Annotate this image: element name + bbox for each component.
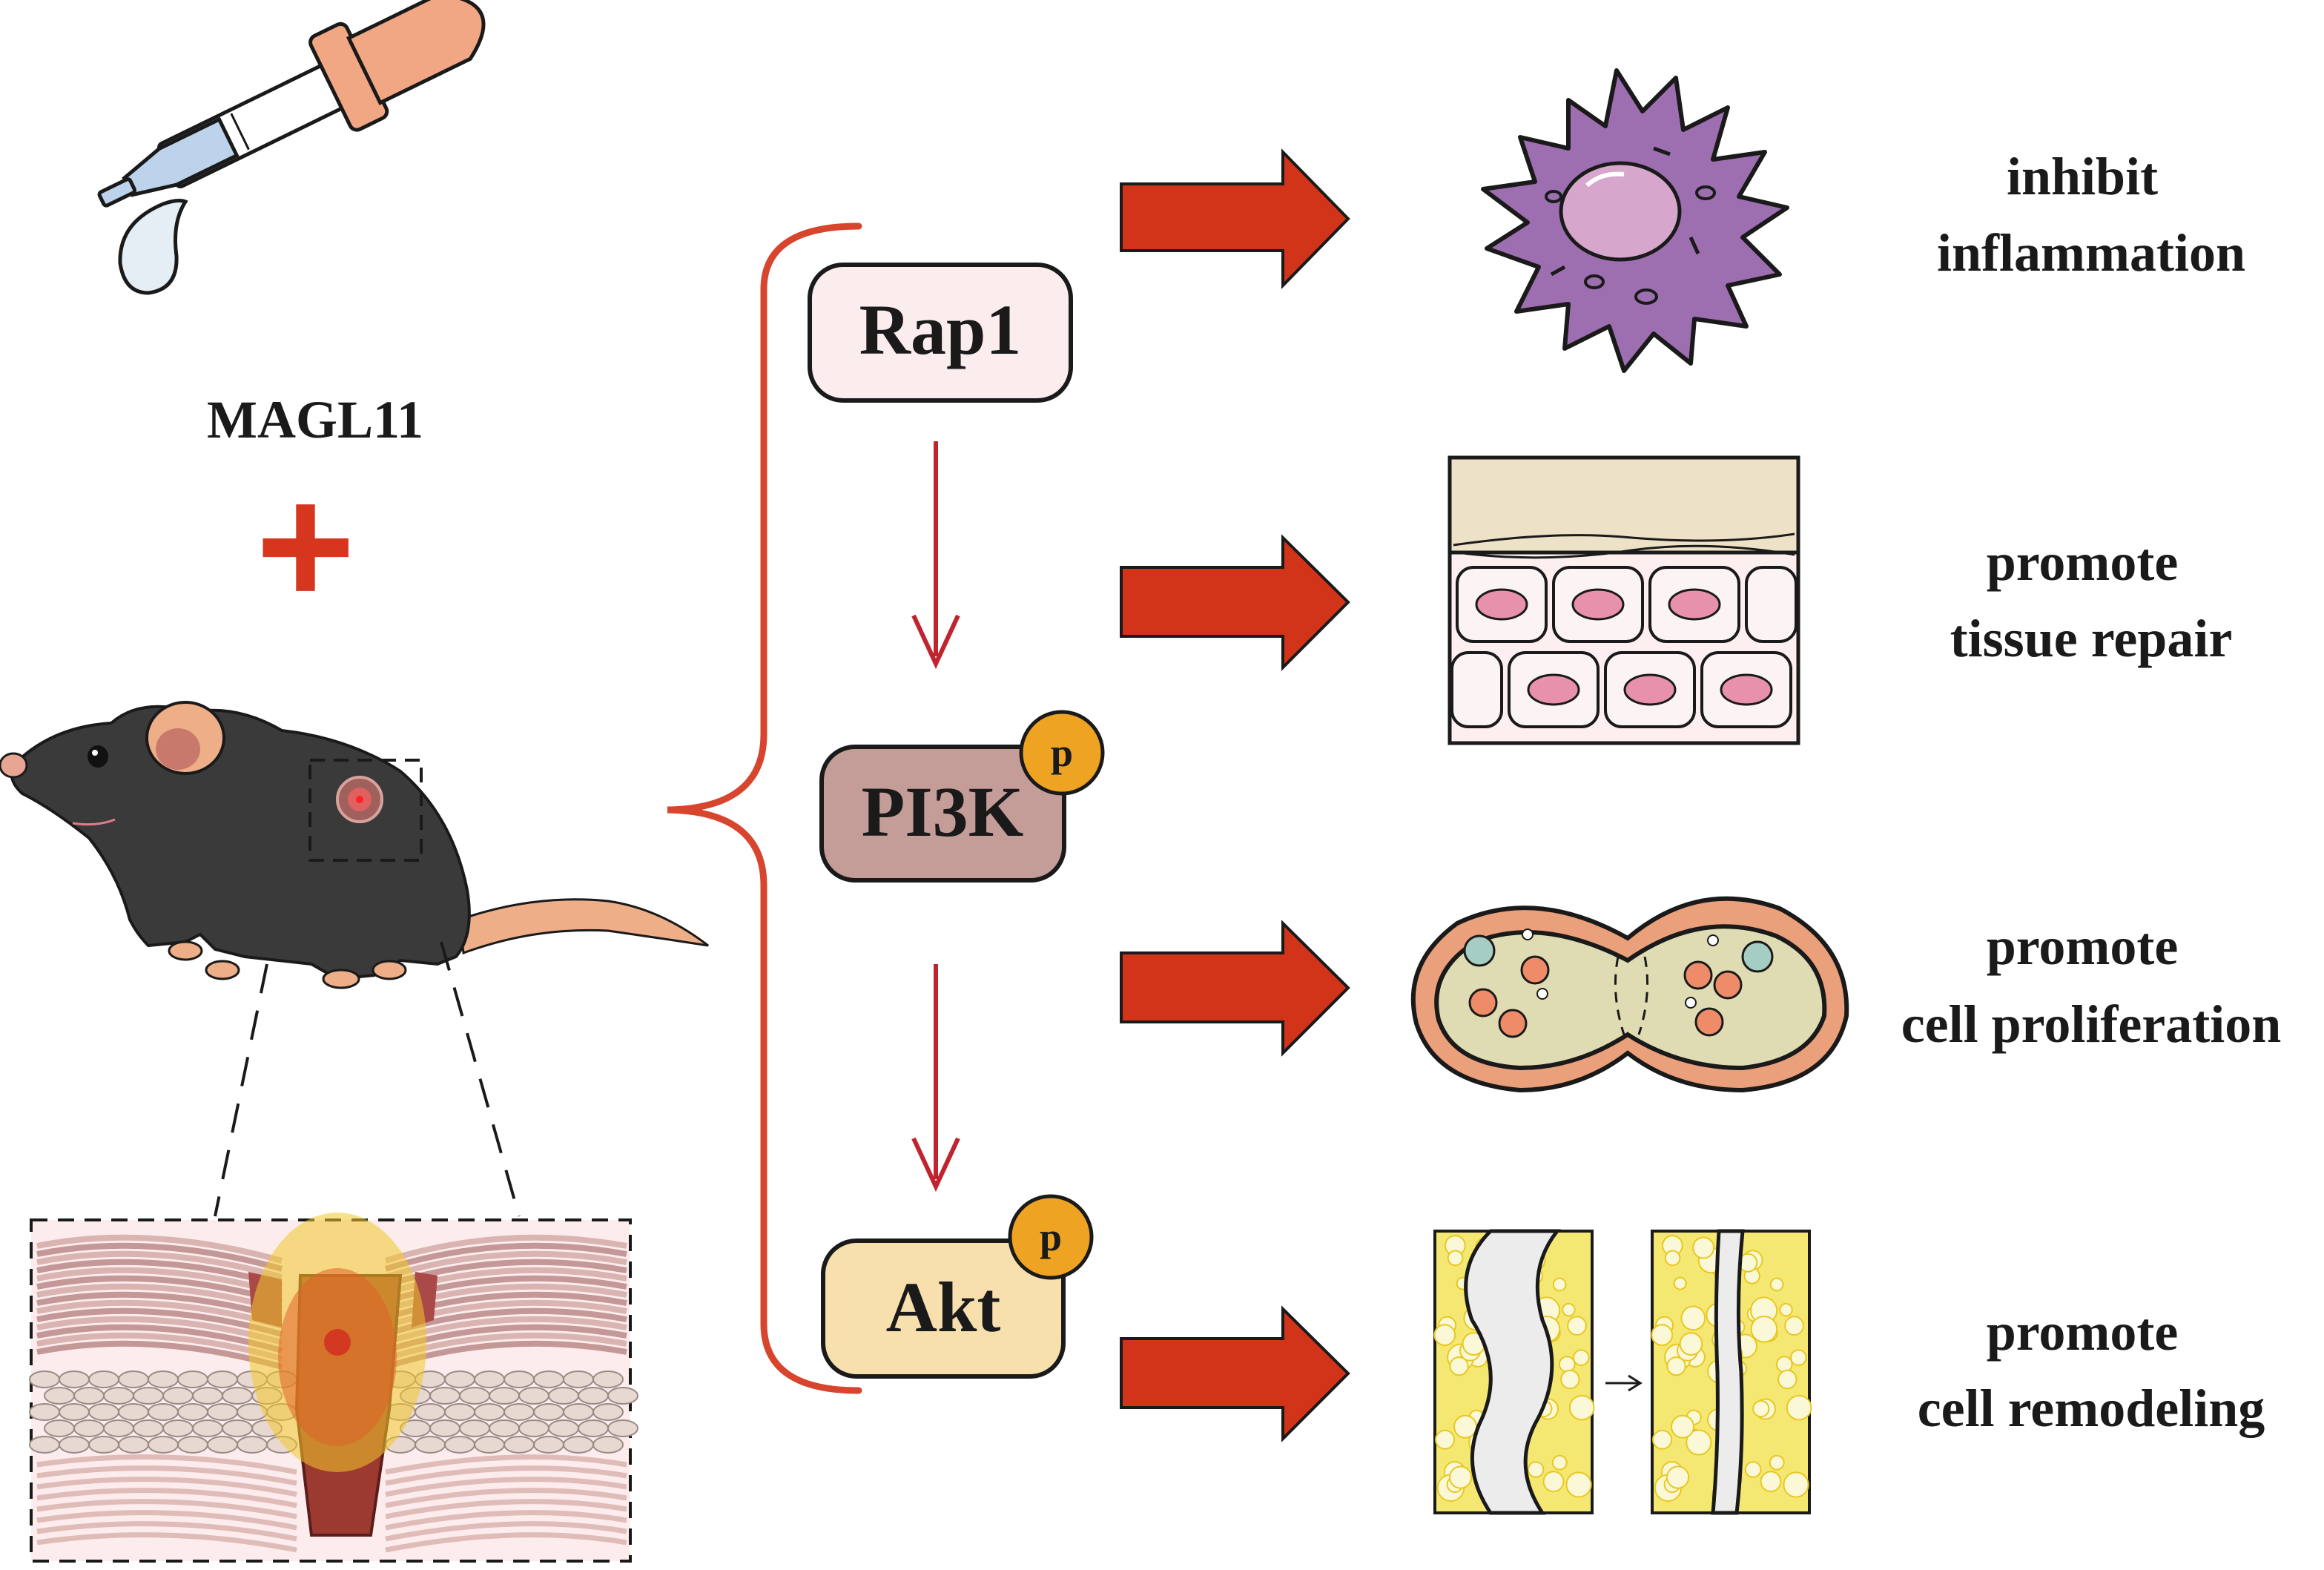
dividing-cell-icon (1410, 896, 1849, 1093)
remodeling-icon (1433, 1229, 1812, 1515)
akt-phospho-badge (1008, 1194, 1094, 1280)
akt-phospho-label: p (1040, 1215, 1062, 1259)
block-arrow-proliferation (1120, 920, 1350, 1057)
arrow-pi3k-to-akt (911, 964, 960, 1193)
outcome-2-line2: tissue repair (1950, 609, 2233, 668)
outcome-2-line1: promote (1987, 532, 2179, 592)
outcome-1-line2: inflammation (1937, 223, 2245, 283)
rap1-node: Rap1 (808, 263, 1073, 403)
mouse-icon (0, 701, 709, 989)
outcome-4-line1: promote (1987, 1302, 2179, 1362)
droplet-icon (118, 199, 188, 295)
outcome-4-line2: cell remodeling (1918, 1379, 2265, 1438)
outcome-3-line1: promote (1987, 917, 2179, 976)
pi3k-node: PI3K p (819, 710, 1105, 883)
remodeling-transition-arrow (1605, 1374, 1643, 1392)
drug-label: MAGL11 (207, 390, 423, 449)
pi3k-phospho-badge (1019, 710, 1105, 796)
block-arrow-remodeling (1120, 1305, 1350, 1442)
skin-wound-section-icon (29, 1213, 638, 1563)
akt-label: Akt (886, 1267, 1001, 1347)
rap1-label: Rap1 (859, 290, 1022, 369)
pathway-brace (667, 222, 862, 1394)
plus-sign: + (256, 450, 355, 641)
remodeling-before (1433, 1229, 1595, 1515)
tissue-icon (1447, 455, 1800, 745)
dropper-icon (97, 0, 486, 295)
macrophage-icon (1481, 68, 1789, 373)
zoom-line-right (440, 941, 521, 1217)
outcome-1-line1: inhibit (2007, 147, 2158, 206)
arrow-rap1-to-pi3k (911, 441, 960, 670)
block-arrow-tissue-repair (1120, 534, 1350, 671)
outcome-3-line2: cell proliferation (1901, 995, 2282, 1054)
block-arrow-inflammation (1120, 148, 1350, 289)
remodeling-after (1651, 1229, 1812, 1515)
pi3k-label: PI3K (862, 772, 1024, 851)
pi3k-phospho-label: p (1051, 730, 1073, 775)
zoom-line-left (214, 963, 268, 1217)
akt-node: Akt p (821, 1194, 1094, 1379)
